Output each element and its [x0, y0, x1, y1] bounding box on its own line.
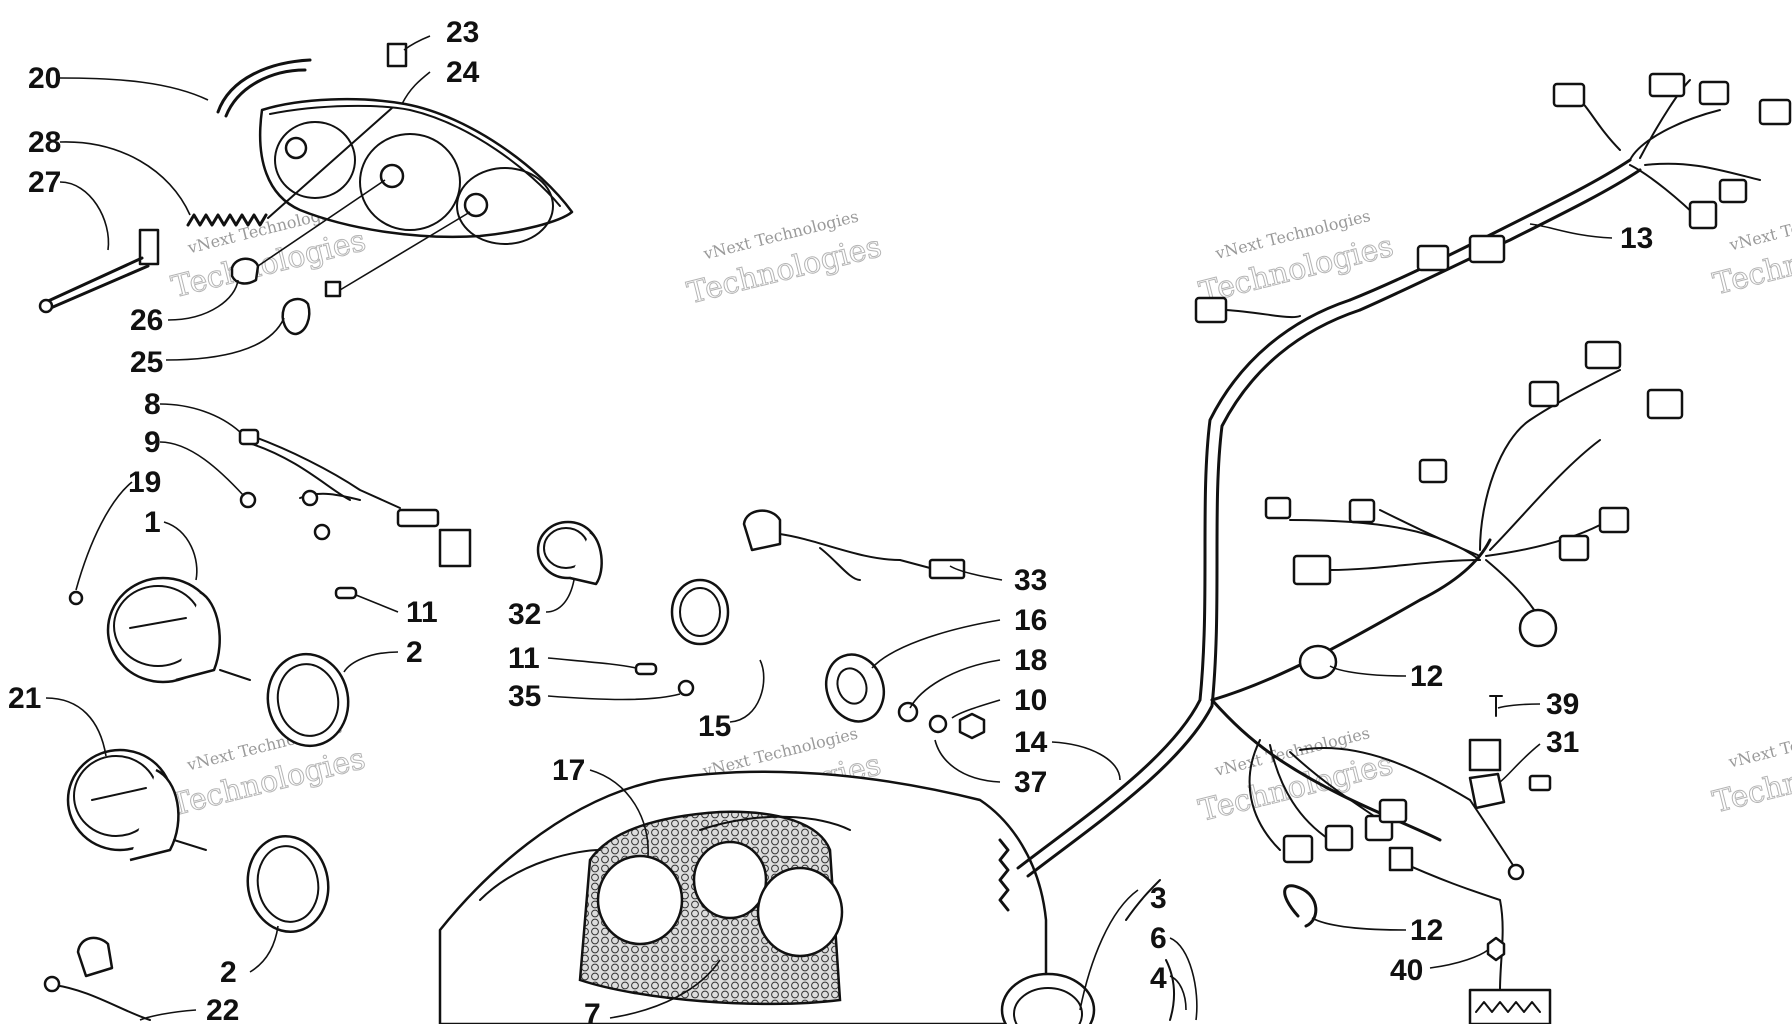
callout-12: 12 — [1410, 660, 1443, 693]
callout-10: 10 — [1014, 684, 1047, 717]
callout-27: 27 — [28, 166, 61, 199]
callout-2: 2 — [406, 636, 423, 669]
callout-39: 39 — [1546, 688, 1579, 721]
watermark-line1: vNext Technologies — [1727, 198, 1792, 255]
key-switch — [824, 653, 986, 740]
callout-9: 9 — [144, 426, 161, 459]
socket-small — [677, 679, 695, 697]
bulb-socket — [230, 257, 260, 285]
callout-20: 20 — [28, 62, 61, 95]
callout-11: 11 — [406, 596, 438, 629]
callout-24: 24 — [446, 56, 480, 89]
bulb-small-2 — [634, 662, 658, 676]
leader-lines — [45, 35, 1613, 1021]
callout-40: 40 — [1390, 954, 1423, 987]
callout-37: 37 — [1014, 766, 1047, 799]
lamp-harness — [238, 428, 472, 568]
clip — [386, 42, 408, 68]
adjust-screw — [44, 256, 150, 312]
bracket — [138, 228, 160, 266]
callout-26: 26 — [130, 304, 163, 337]
gauge-1 — [68, 576, 251, 684]
gauge-ring — [670, 578, 730, 646]
callout-21: 21 — [8, 682, 41, 715]
callout-35: 35 — [508, 680, 541, 713]
callout-32: 32 — [508, 598, 541, 631]
watermark: vNext Technologies Technologies — [683, 207, 885, 312]
callout-3: 3 — [1150, 882, 1167, 915]
main-harness — [1016, 72, 1792, 1024]
adjust-spring — [186, 213, 268, 227]
grommet — [1298, 644, 1338, 680]
callout-23: 23 — [446, 16, 479, 49]
gauge-2 — [66, 748, 207, 862]
dash-panel — [438, 770, 1048, 1024]
callout-13: 13 — [1620, 222, 1653, 255]
bezel-ring-2 — [246, 834, 330, 934]
callout-12-lower: 12 — [1410, 914, 1443, 947]
callout-16: 16 — [1014, 604, 1047, 637]
lead-arc — [1125, 879, 1176, 1021]
headlight-assembly — [38, 42, 574, 336]
callout-22: 22 — [206, 994, 239, 1024]
callout-31: 31 — [1546, 726, 1579, 759]
bulb-small — [334, 586, 358, 600]
cable-clamp — [1283, 884, 1318, 928]
watermark-line1: vNext Technologies — [1726, 715, 1792, 772]
callout-17: 17 — [552, 754, 585, 787]
callout-28: 28 — [28, 126, 61, 159]
callout-33: 33 — [1014, 564, 1047, 597]
bezel-ring-3 — [1000, 972, 1096, 1024]
accessory-plug — [742, 509, 966, 581]
callout-1: 1 — [144, 506, 161, 539]
bulb — [281, 297, 311, 336]
callout-2-lower: 2 — [220, 956, 237, 989]
bezel-ring — [266, 652, 350, 748]
callout-labels: 20 23 24 28 27 26 25 8 9 19 1 11 2 21 2 … — [8, 16, 1653, 1024]
callout-15: 15 — [698, 710, 731, 743]
callout-19: 19 — [128, 466, 161, 499]
callout-8: 8 — [144, 388, 161, 421]
watermark: vNext Technologies Technologies — [1195, 723, 1397, 829]
headlight-housing — [258, 97, 574, 239]
gauge-screw — [68, 590, 84, 606]
callout-14: 14 — [1014, 726, 1048, 759]
callout-18: 18 — [1014, 644, 1047, 677]
callout-11-center: 11 — [508, 642, 540, 675]
trim-strip — [216, 58, 312, 118]
callout-25: 25 — [130, 346, 163, 379]
callout-6: 6 — [1150, 922, 1167, 955]
indicator-lamp — [43, 936, 151, 1021]
fuel-gauge — [536, 520, 603, 586]
callout-7: 7 — [584, 998, 601, 1024]
watermark: vNext Technologies Technologies — [1709, 715, 1792, 821]
callout-4: 4 — [1150, 962, 1167, 995]
